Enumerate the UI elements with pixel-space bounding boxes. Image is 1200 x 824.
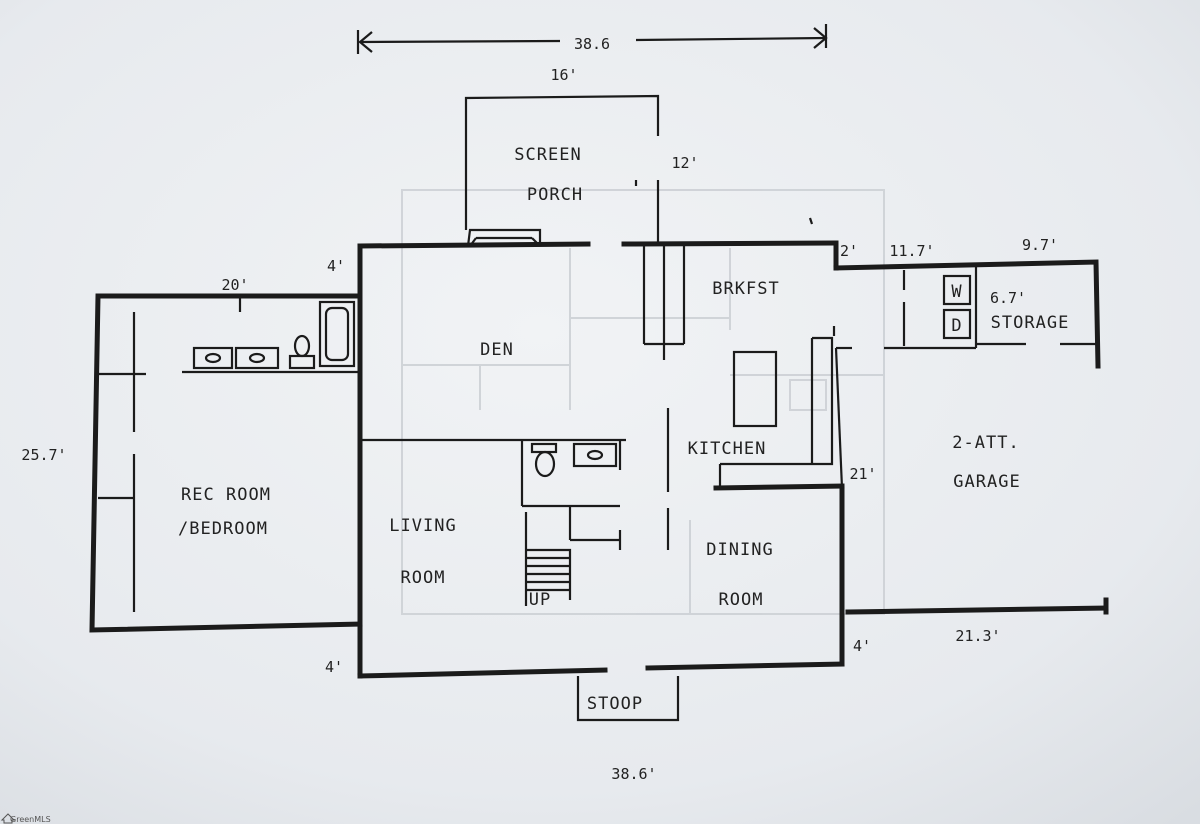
label-living-room-1: LIVING bbox=[389, 516, 456, 536]
dim-brkfst-offset: 2' bbox=[840, 242, 858, 260]
dim-den-offset: 4' bbox=[327, 257, 345, 275]
label-stoop: STOOP bbox=[587, 694, 643, 714]
label-rec-room-1: REC ROOM bbox=[181, 485, 271, 505]
dim-rec-width: 20' bbox=[221, 276, 248, 294]
dimension-labels: 38.6 16' 12' 4' 20' 2' 11.7' 9.7' 6.7' 2… bbox=[21, 35, 1058, 783]
label-storage: STORAGE bbox=[991, 313, 1070, 333]
dim-bottom-overall: 38.6' bbox=[611, 765, 656, 783]
dim-garage-width: 21.3' bbox=[955, 627, 1000, 645]
house-logo-icon bbox=[0, 813, 16, 824]
label-garage-2: GARAGE bbox=[953, 472, 1020, 492]
watermark: GreenMLS bbox=[0, 813, 51, 824]
label-den: DEN bbox=[480, 340, 514, 360]
walls bbox=[89, 240, 1109, 679]
label-dining-room-2: ROOM bbox=[719, 590, 764, 610]
label-garage-1: 2-ATT. bbox=[952, 433, 1019, 453]
dim-front-offset-left: 4' bbox=[325, 658, 343, 676]
label-brkfst: BRKFST bbox=[712, 279, 779, 299]
dim-garage-depth: 21' bbox=[849, 465, 876, 483]
label-stair-up: UP bbox=[529, 590, 551, 610]
room-labels: SCREEN PORCH DEN BRKFST STORAGE W D KITC… bbox=[178, 145, 1070, 714]
dim-left-height: 25.7' bbox=[21, 446, 66, 464]
dim-porch-width: 16' bbox=[550, 66, 577, 84]
watermark-text: GreenMLS bbox=[10, 815, 51, 824]
label-dining-room-1: DINING bbox=[706, 540, 773, 560]
dim-storage-right: 9.7' bbox=[1022, 236, 1058, 254]
dim-front-offset-right: 4' bbox=[853, 637, 871, 655]
label-washer: W bbox=[951, 282, 962, 302]
bleed-through-lines bbox=[401, 189, 885, 615]
interior-lines bbox=[98, 24, 1098, 722]
dim-storage-width: 11.7' bbox=[889, 242, 934, 260]
label-living-room-2: ROOM bbox=[401, 568, 446, 588]
label-dryer: D bbox=[951, 316, 962, 336]
dim-porch-depth: 12' bbox=[671, 154, 698, 172]
label-screen-porch-2: PORCH bbox=[527, 185, 583, 205]
dim-top-overall: 38.6 bbox=[574, 35, 610, 53]
label-screen-porch-1: SCREEN bbox=[514, 145, 581, 165]
dim-storage-depth: 6.7' bbox=[990, 289, 1026, 307]
label-rec-room-2: /BEDROOM bbox=[178, 519, 268, 539]
label-kitchen: KITCHEN bbox=[688, 439, 767, 459]
